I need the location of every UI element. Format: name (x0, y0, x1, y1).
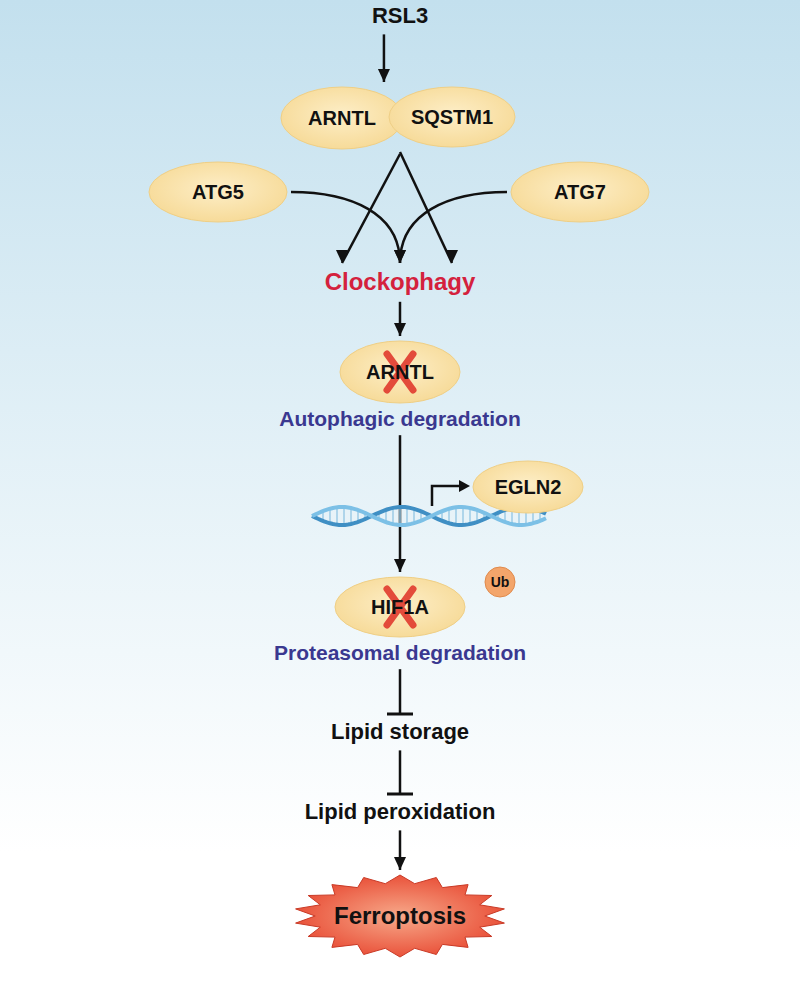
connector-line (291, 192, 400, 263)
protein-ellipse: ARNTL Autophagic degradation (279, 340, 521, 431)
node-text: Ferroptosis (334, 902, 466, 931)
connector (394, 435, 406, 572)
arrowhead (394, 323, 406, 336)
arrowhead (336, 250, 348, 263)
arrowhead (394, 250, 406, 263)
protein-ellipse-fill (340, 341, 460, 403)
burst-polygon (296, 875, 505, 957)
inhibition-bar (387, 793, 413, 796)
ubiquitin-circle (485, 567, 515, 597)
protein-ellipse: ATG7 (510, 161, 650, 223)
connector-line (400, 152, 452, 263)
node-text: ATG7 (554, 180, 606, 204)
node-shape: ATG5 (148, 161, 288, 223)
connector-line (399, 750, 402, 794)
node-text: ATG5 (192, 180, 244, 204)
node-shape: Ub (484, 566, 516, 598)
dna-rung (455, 507, 457, 524)
protein-ellipse-fill (335, 577, 465, 637)
process-label: Lipid storage (327, 718, 473, 746)
transcription-arrowhead (459, 480, 470, 492)
protein-ellipse: SQSTM1 (388, 86, 516, 148)
node-text: ARNTL (308, 106, 376, 130)
arrowhead (394, 857, 406, 870)
node-shape: Ferroptosis (293, 874, 507, 958)
protein-ellipse: ATG5 (148, 161, 288, 223)
node-shape: HIF1A (334, 576, 466, 638)
process-label: Lipid peroxidation (301, 798, 500, 826)
connector (378, 34, 390, 82)
dna-rung (399, 507, 401, 525)
protein-ellipse-fill (149, 162, 287, 222)
process-label: Clockophagy (321, 267, 480, 298)
node-text: Lipid peroxidation (305, 799, 496, 825)
node-shape: ATG7 (510, 161, 650, 223)
dna-rung (392, 508, 394, 524)
connector (394, 830, 406, 870)
protein-ellipse: ARNTL (280, 86, 404, 150)
arrowhead (394, 559, 406, 572)
process-caption: Proteasomal degradation (274, 640, 526, 665)
arrowhead (378, 69, 390, 82)
connector-line (399, 669, 402, 714)
protein-ellipse-fill (473, 461, 583, 513)
node-shape: Clockophagy (321, 267, 480, 298)
dna-rung (406, 507, 408, 524)
connector (394, 302, 406, 336)
dna-rung (336, 507, 338, 524)
transcription-arrow (432, 486, 462, 506)
dna-rung (469, 508, 471, 524)
process-caption: Autophagic degradation (279, 406, 521, 431)
node-text: SQSTM1 (411, 105, 493, 129)
dna-rung (462, 507, 464, 525)
arrowhead (394, 250, 406, 263)
ubiquitin-tag: Ub (484, 566, 516, 598)
inhibition-bar (387, 713, 413, 716)
connector (387, 750, 413, 794)
protein-ellipse-fill (281, 87, 403, 149)
protein-ellipse-fill (389, 87, 515, 147)
node-text: EGLN2 (495, 475, 562, 499)
node-text: ARNTL (366, 360, 434, 384)
node-shape: SQSTM1 (388, 86, 516, 148)
connector (387, 669, 413, 714)
outcome-burst: Ferroptosis (293, 874, 507, 958)
connector (291, 192, 406, 263)
dna-rung (343, 507, 345, 525)
protein-ellipse: EGLN2 (472, 460, 584, 514)
dna-rung (350, 508, 352, 524)
process-label: RSL3 (368, 2, 432, 30)
connector-line (400, 192, 507, 263)
protein-ellipse-fill (511, 162, 649, 222)
node-text: Ub (491, 574, 510, 591)
node-shape: ARNTL (339, 340, 461, 404)
arrowhead (446, 250, 458, 263)
node-text: Lipid storage (331, 719, 469, 745)
node-text: HIF1A (371, 595, 429, 619)
connector (394, 192, 507, 263)
connector-line (399, 435, 402, 572)
node-shape: RSL3 (368, 2, 432, 30)
node-text: Clockophagy (325, 268, 476, 297)
connector-line (342, 154, 400, 263)
node-shape: EGLN2 (472, 460, 584, 514)
node-shape: ARNTL (280, 86, 404, 150)
node-text: RSL3 (372, 3, 428, 29)
node-shape: Lipid peroxidation (301, 798, 500, 826)
connector (400, 152, 458, 263)
node-shape: Lipid storage (327, 718, 473, 746)
